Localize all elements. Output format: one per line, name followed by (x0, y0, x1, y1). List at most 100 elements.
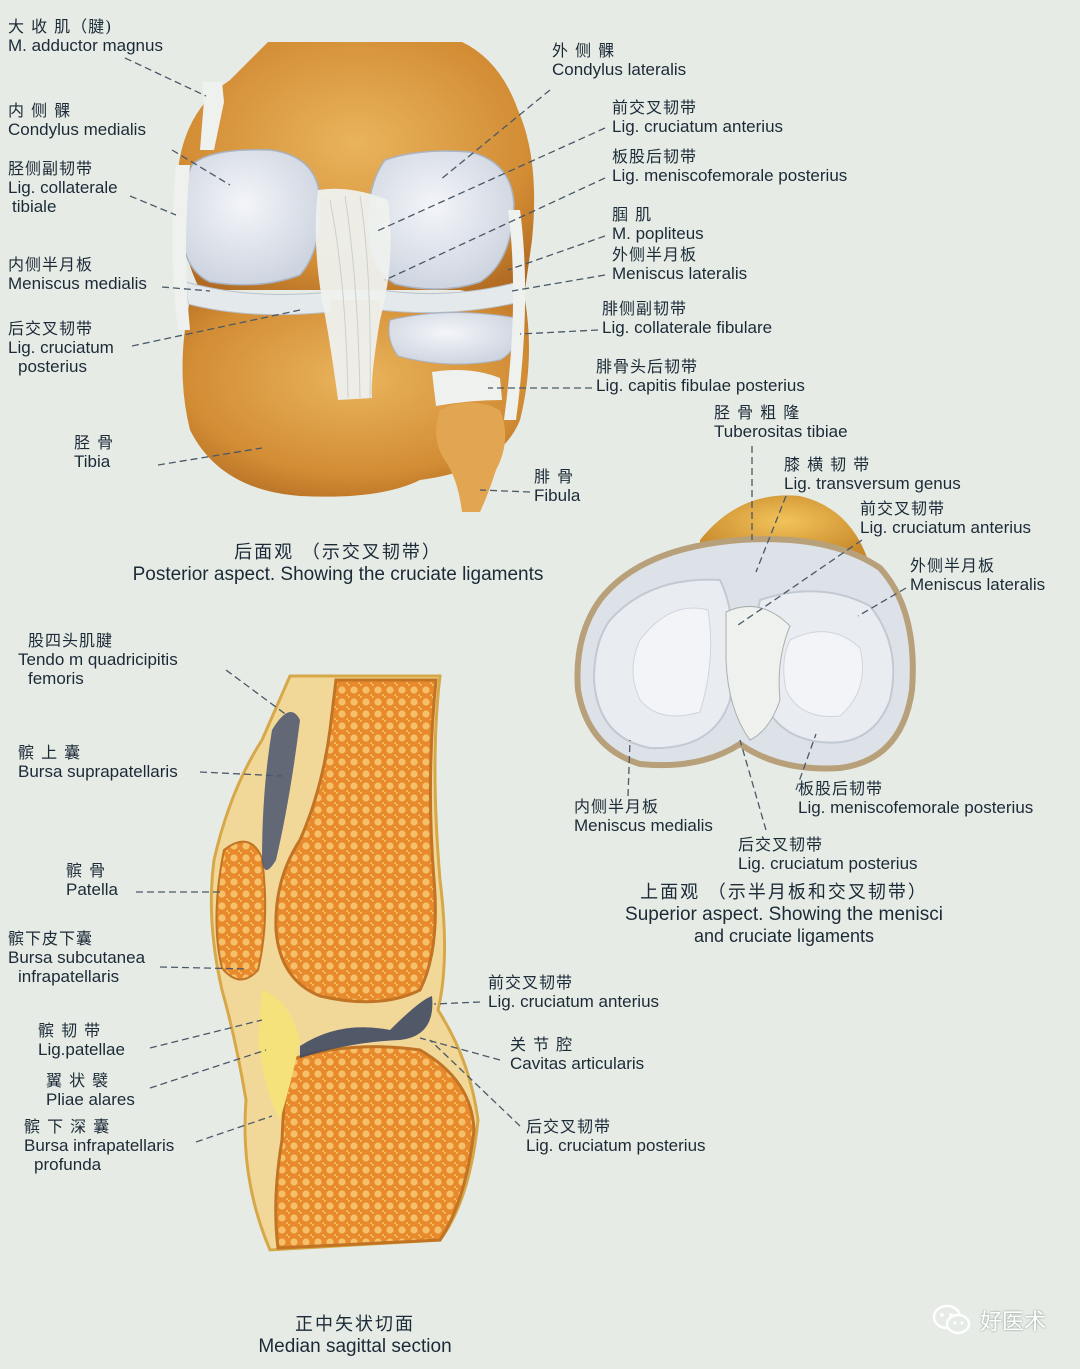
label-zh: 外 侧 髁 (552, 41, 616, 60)
label-lig-transversum-genus: 膝 横 韧 带 Lig. transversum genus (784, 456, 961, 493)
tibia-plateau-lateral (388, 312, 518, 365)
caption-en: Median sagittal section (258, 1335, 452, 1357)
label-zh: 腓 骨 (534, 467, 575, 486)
label-en: Lig.patellae (38, 1039, 125, 1059)
caption-zh: 后面观 （示交叉韧带） (234, 542, 442, 563)
sagittal-knee-illustration (209, 674, 480, 1252)
joint-cavity-shape (300, 996, 433, 1058)
label-zh: 内侧半月板 (8, 255, 94, 274)
wechat-icon (932, 1304, 971, 1335)
label-lig-cruciatum-anterius-1: 前交叉韧带 Lig. cruciatum anterius (612, 99, 783, 136)
label-en: Lig. collaterale fibulare (602, 317, 773, 337)
label-en: Tuberositas tibiae (714, 421, 848, 441)
label-zh: 后交叉韧带 (526, 1117, 612, 1136)
label-zh: 外侧半月板 (612, 245, 698, 264)
capitis-fibulae-ligament (432, 370, 502, 406)
label-en-line2: tibiale (12, 196, 57, 216)
label-adductor-magnus: 大 收 肌（腱) M. adductor magnus (8, 18, 163, 55)
label-en: Lig. cruciatum (8, 337, 114, 357)
label-tibia: 胫 骨 Tibia (74, 434, 114, 471)
label-lig-collaterale-tibiale: 胫侧副韧带 Lig. collaterale tibiale (8, 160, 118, 216)
label-en-line2: infrapatellaris (18, 966, 120, 986)
label-en: Condylus medialis (8, 119, 146, 139)
label-en: Fibula (534, 485, 581, 505)
fibula-posterior (436, 402, 506, 512)
label-zh: 胫 骨 (74, 433, 115, 452)
label-en: Patella (66, 879, 118, 899)
label-zh: 前交叉韧带 (860, 499, 946, 518)
patella-sagittal-section (215, 840, 267, 981)
label-zh: 髌下皮下囊 (8, 929, 94, 948)
lateral-plateau-center (783, 631, 863, 717)
label-zh: 腓骨头后韧带 (596, 357, 699, 376)
label-zh: 髌 韧 带 (38, 1021, 102, 1040)
label-zh: 前交叉韧带 (488, 973, 574, 992)
label-en: Pliae alares (46, 1089, 135, 1109)
label-lig-meniscofemorale-posterius-1: 板股后韧带 Lig. meniscofemorale posterius (612, 148, 847, 185)
label-meniscus-lateralis-superior: 外侧半月板 Meniscus lateralis (910, 557, 1045, 594)
label-en: Lig. cruciatum posterius (526, 1135, 706, 1155)
label-condylus-medialis: 内 侧 髁 Condylus medialis (8, 102, 146, 139)
label-zh: 内 侧 髁 (8, 101, 72, 120)
posterior-knee-illustration (172, 42, 535, 512)
label-zh: 腘 肌 (612, 205, 653, 224)
label-zh: 后交叉韧带 (8, 319, 94, 338)
leader-lines (124, 57, 907, 1143)
label-en: Cavitas articularis (510, 1053, 645, 1073)
label-en: Meniscus medialis (8, 273, 147, 293)
label-zh: 外侧半月板 (910, 556, 996, 575)
caption-en-line2: and cruciate ligaments (693, 926, 875, 947)
label-en-line2: femoris (28, 668, 84, 688)
label-en: Bursa suprapatellaris (18, 761, 178, 781)
label-en: Lig. cruciatum anterius (860, 517, 1032, 537)
label-lig-cruciatum-posterius-1: 后交叉韧带 Lig. cruciatum posterius (8, 320, 114, 376)
label-en: Lig. cruciatum anterius (612, 116, 784, 136)
label-en: Meniscus medialis (574, 815, 713, 835)
cruciate-ligaments-superior (725, 605, 791, 741)
label-zh: 腓侧副韧带 (602, 299, 688, 318)
label-zh: 关 节 腔 (510, 1035, 574, 1054)
adductor-tendon (200, 82, 224, 150)
medial-plateau-center (632, 607, 712, 717)
label-lig-patellae: 髌 韧 带 Lig.patellae (38, 1022, 125, 1059)
label-en: Tibia (74, 451, 111, 471)
label-lig-cruciatum-anterius-2: 前交叉韧带 Lig. cruciatum anterius (860, 500, 1031, 537)
label-lig-cruciatum-anterius-3: 前交叉韧带 Lig. cruciatum anterius (488, 974, 659, 1011)
label-condylus-lateralis: 外 侧 髁 Condylus lateralis (552, 42, 686, 79)
label-plicae-alares: 翼 状 襞 Pliae alares (46, 1072, 135, 1109)
label-lig-cruciatum-posterius-2: 后交叉韧带 Lig. cruciatum posterius (738, 836, 918, 873)
label-en: Lig. meniscofemorale posterius (612, 165, 848, 185)
label-meniscus-lateralis-posterior: 外侧半月板 Meniscus lateralis (612, 246, 747, 283)
label-tendo-quadricipitis: 股四头肌腱 Tendo m quadricipitis femoris (18, 632, 178, 688)
label-bursa-suprapatellaris: 髌 上 囊 Bursa suprapatellaris (18, 744, 178, 781)
label-meniscus-medialis-posterior: 内侧半月板 Meniscus medialis (8, 256, 147, 293)
caption-en: Posterior aspect. Showing the cruciate l… (132, 563, 544, 585)
label-en: Bursa subcutanea (8, 947, 146, 967)
infrapatellar-fat-shape (258, 990, 300, 1120)
femur-sagittal-section (274, 678, 438, 1004)
label-cavitas-articularis: 关 节 腔 Cavitas articularis (510, 1036, 644, 1073)
caption-median-sagittal-section: 正中矢状切面 Median sagittal section (210, 1314, 500, 1358)
label-lig-collaterale-fibulare: 腓侧副韧带 Lig. collaterale fibulare (602, 300, 772, 337)
watermark-text: 好医术 (979, 1310, 1046, 1335)
condylus-medialis-cartilage (181, 149, 321, 286)
label-lig-capitis-fibulae-posterius: 腓骨头后韧带 Lig. capitis fibulae posterius (596, 358, 805, 395)
label-zh: 髌 下 深 囊 (24, 1117, 111, 1136)
label-tuberositas-tibiae: 胫 骨 粗 隆 Tuberositas tibiae (714, 404, 848, 441)
superior-knee-illustration (574, 495, 916, 772)
label-en: Lig. meniscofemorale posterius (798, 797, 1034, 817)
label-en: Condylus lateralis (552, 59, 687, 79)
label-en: Lig. transversum genus (784, 473, 961, 493)
label-lig-cruciatum-posterius-3: 后交叉韧带 Lig. cruciatum posterius (526, 1118, 706, 1155)
label-en: M. popliteus (612, 223, 704, 243)
label-en: Meniscus lateralis (612, 263, 748, 283)
caption-zh: 上面观 （示半月板和交叉韧带） (640, 882, 928, 903)
label-en: M. adductor magnus (8, 35, 163, 55)
label-zh: 翼 状 襞 (46, 1071, 110, 1090)
tibia-sagittal-section (274, 1045, 476, 1250)
label-zh: 膝 横 韧 带 (784, 455, 871, 474)
label-zh: 内侧半月板 (574, 797, 660, 816)
label-en: Lig. cruciatum posterius (738, 853, 918, 873)
label-zh: 后交叉韧带 (738, 835, 824, 854)
label-zh: 前交叉韧带 (612, 98, 698, 117)
